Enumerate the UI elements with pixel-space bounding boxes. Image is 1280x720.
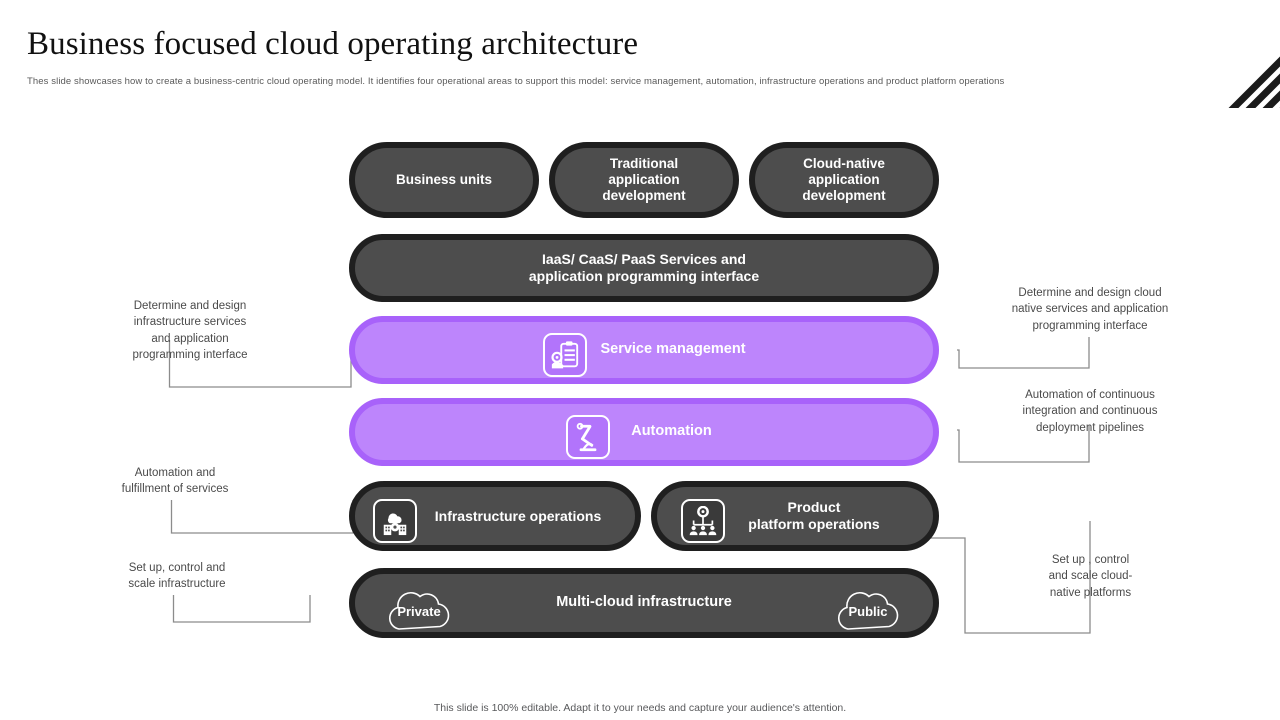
page-title: Business focused cloud operating archite… <box>27 26 639 62</box>
node-traditional-application-development[interactable]: Traditional application development <box>549 142 739 218</box>
clipboard-gear-hand-icon <box>543 333 587 377</box>
connector-right-cloud-native <box>957 336 1092 372</box>
node-service-management[interactable]: Service management <box>349 316 939 384</box>
node-iaas-caas-paas-services[interactable]: IaaS/ CaaS/ PaaS Services and applicatio… <box>349 234 939 302</box>
cloud-outline-icon <box>838 592 899 630</box>
node-multi-cloud-infrastructure[interactable]: Private Multi-cloud infrastructure Publi… <box>349 568 939 638</box>
public-cloud-label: Public <box>848 604 888 620</box>
node-label: Infrastructure operations <box>434 507 602 524</box>
node-product-platform-operations[interactable]: Product platform operations <box>651 481 939 551</box>
robot-arm-icon <box>566 415 610 459</box>
annotation-right-cloud-native-services: Determine and design cloud native servic… <box>1011 287 1169 332</box>
gear-org-chart-icon <box>681 499 725 543</box>
annotation-right-automation-cicd: Automation of continuous integration and… <box>1022 389 1158 434</box>
annotation-left-infrastructure-services: Determine and design infrastructure serv… <box>132 300 248 361</box>
connector-left-infrastructure <box>172 595 312 627</box>
cloud-outline-icon <box>389 592 450 630</box>
private-cloud-badge: Private <box>382 583 456 635</box>
node-cloud-native-application-development[interactable]: Cloud-native application development <box>749 142 939 218</box>
footer-note: This slide is 100% editable. Adapt it to… <box>433 702 847 714</box>
node-label: Cloud-native application development <box>802 156 886 203</box>
connector-left-automation <box>170 500 355 542</box>
page-subtitle: Thes slide showcases how to create a bus… <box>27 76 1005 87</box>
node-infrastructure-operations[interactable]: Infrastructure operations <box>349 481 641 551</box>
node-label: Service management <box>600 341 746 358</box>
node-label: Automation <box>631 423 712 440</box>
node-label: Multi-cloud infrastructure <box>556 594 732 611</box>
public-cloud-badge: Public <box>831 583 905 635</box>
annotation-left-automation-fulfillment: Automation and fulfillment of services <box>121 467 229 496</box>
node-label: Product platform operations <box>748 499 880 532</box>
annotation-left-setup-scale-infrastructure: Set up, control and scale infrastructure <box>128 562 226 591</box>
node-label: Business units <box>395 172 493 188</box>
node-automation[interactable]: Automation <box>349 398 939 466</box>
node-label: Traditional application development <box>602 156 686 203</box>
node-label: IaaS/ CaaS/ PaaS Services and applicatio… <box>528 251 760 284</box>
annotation-right-setup-scale-cloud-native: Set up , control and scale cloud- native… <box>1048 554 1133 599</box>
cloud-buildings-gear-icon <box>373 499 417 543</box>
node-business-units[interactable]: Business units <box>349 142 539 218</box>
private-cloud-label: Private <box>397 604 441 620</box>
